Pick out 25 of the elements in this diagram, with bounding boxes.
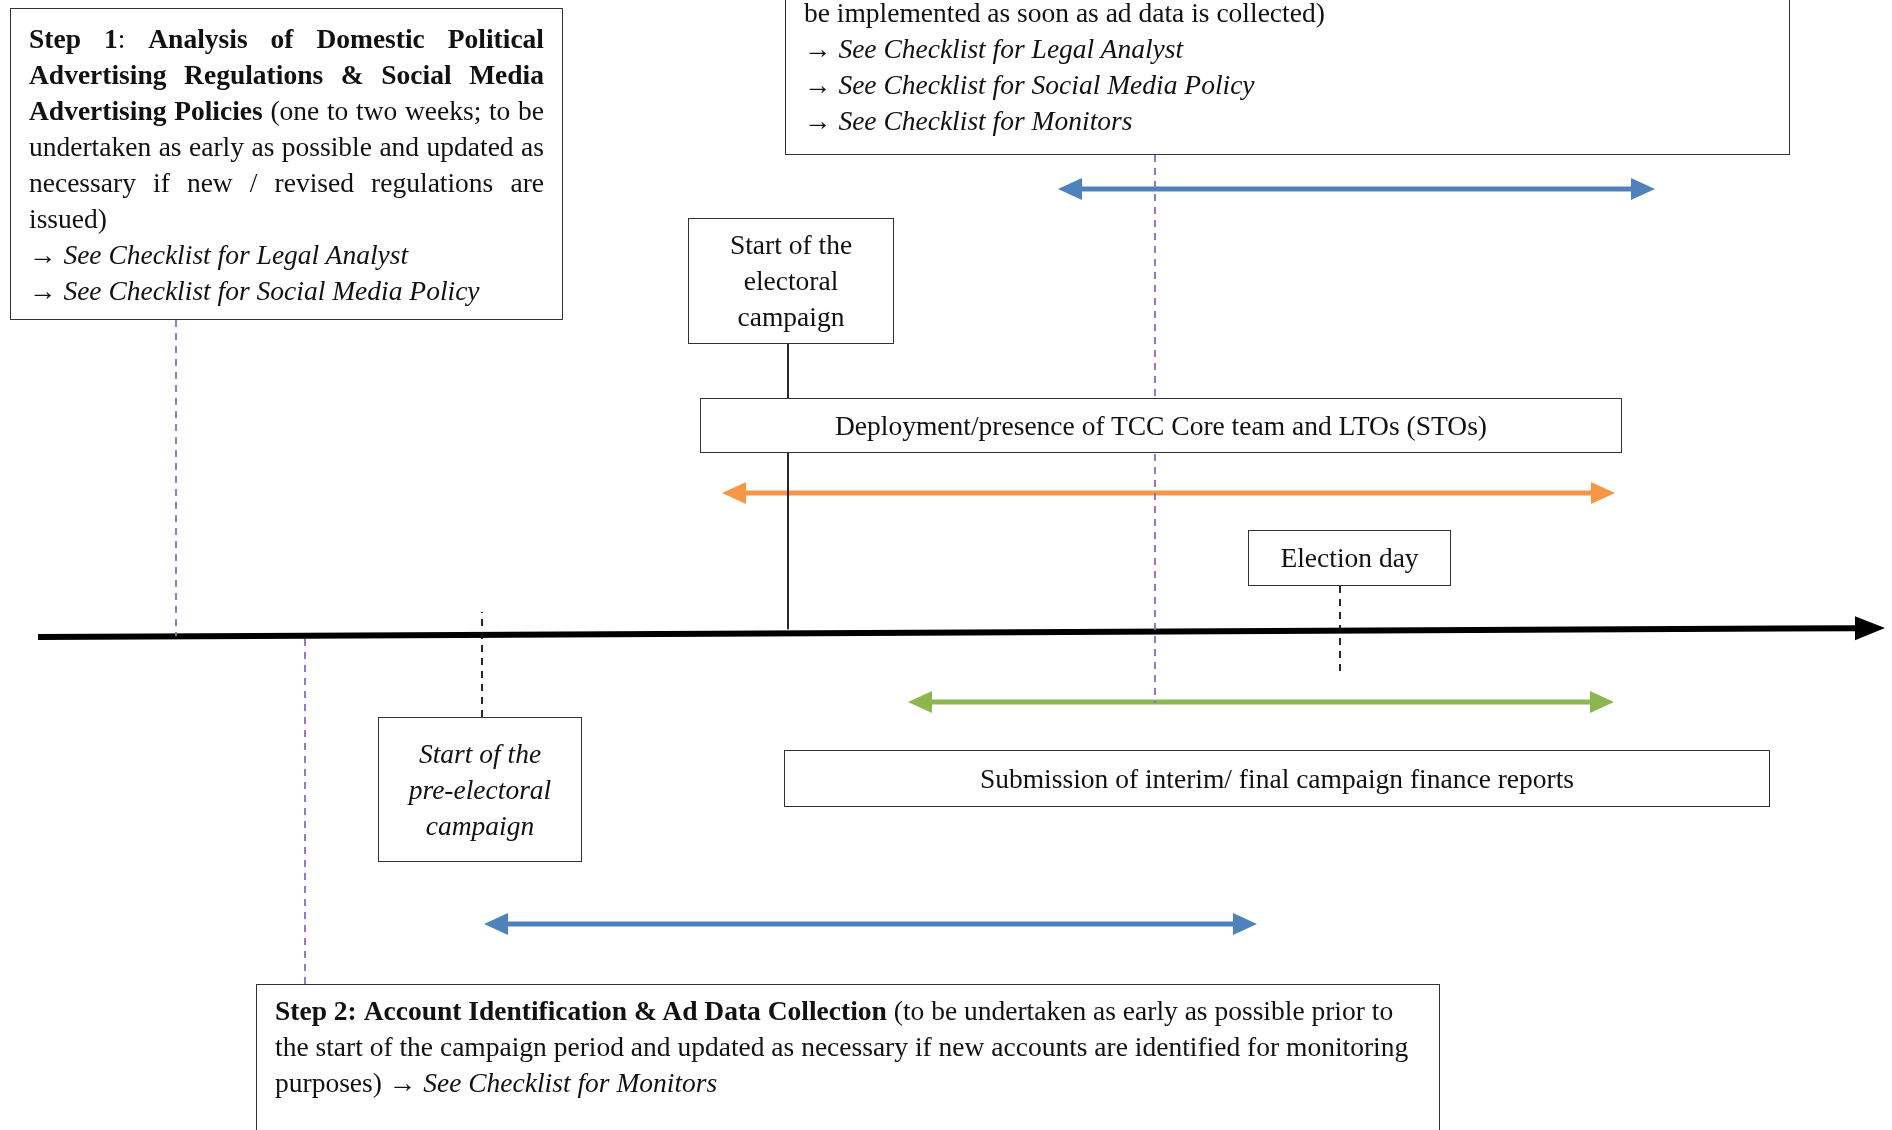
text-box bbox=[784, 750, 1770, 807]
box-text: Election day bbox=[1279, 541, 1420, 575]
box-text: → See Checklist for Monitors bbox=[804, 104, 1134, 138]
box-text: → See Checklist for Legal Analyst bbox=[804, 32, 1185, 66]
box-text: Start of the pre-electoral campaign bbox=[406, 736, 553, 843]
text-box bbox=[688, 218, 894, 344]
text-box bbox=[378, 717, 582, 862]
box-text: Step 1: Analysis of Domestic Political Advertising Regulations & Social Media Advertising Policies (one to two weeks; to be undertaken as early as possible and updated as necessary if new / revised regulations are issued) bbox=[29, 22, 544, 236]
box-text: → See Checklist for Legal Analyst bbox=[29, 238, 410, 272]
leader-line bbox=[175, 319, 177, 638]
box-text: Submission of interim/ final campaign finance reports bbox=[978, 761, 1576, 796]
text-box bbox=[256, 984, 1440, 1130]
box-text: be implemented as soon as ad data is collected) bbox=[804, 0, 1326, 30]
text-box bbox=[10, 8, 563, 320]
text-box bbox=[1248, 530, 1451, 586]
box-text: Start of the electoral campaign bbox=[728, 228, 854, 334]
leader-line bbox=[1154, 154, 1156, 704]
leader-line bbox=[304, 637, 306, 985]
text-box bbox=[785, 0, 1790, 155]
box-text: Deployment/presence of TCC Core team and LTOs (STOs) bbox=[834, 408, 1488, 443]
box-text: → See Checklist for Social Media Policy bbox=[804, 68, 1256, 102]
box-text: Step 2: Account Identification & Ad Data Collection (to be undertaken as early as possible prior to the start of the campaign period and updated as necessary if new accounts are identified for monitoring purposes) → See Checklist for Monitors bbox=[275, 994, 1410, 1100]
text-box bbox=[700, 398, 1622, 453]
leader-line bbox=[481, 611, 483, 718]
box-text: → See Checklist for Social Media Policy bbox=[29, 274, 481, 308]
